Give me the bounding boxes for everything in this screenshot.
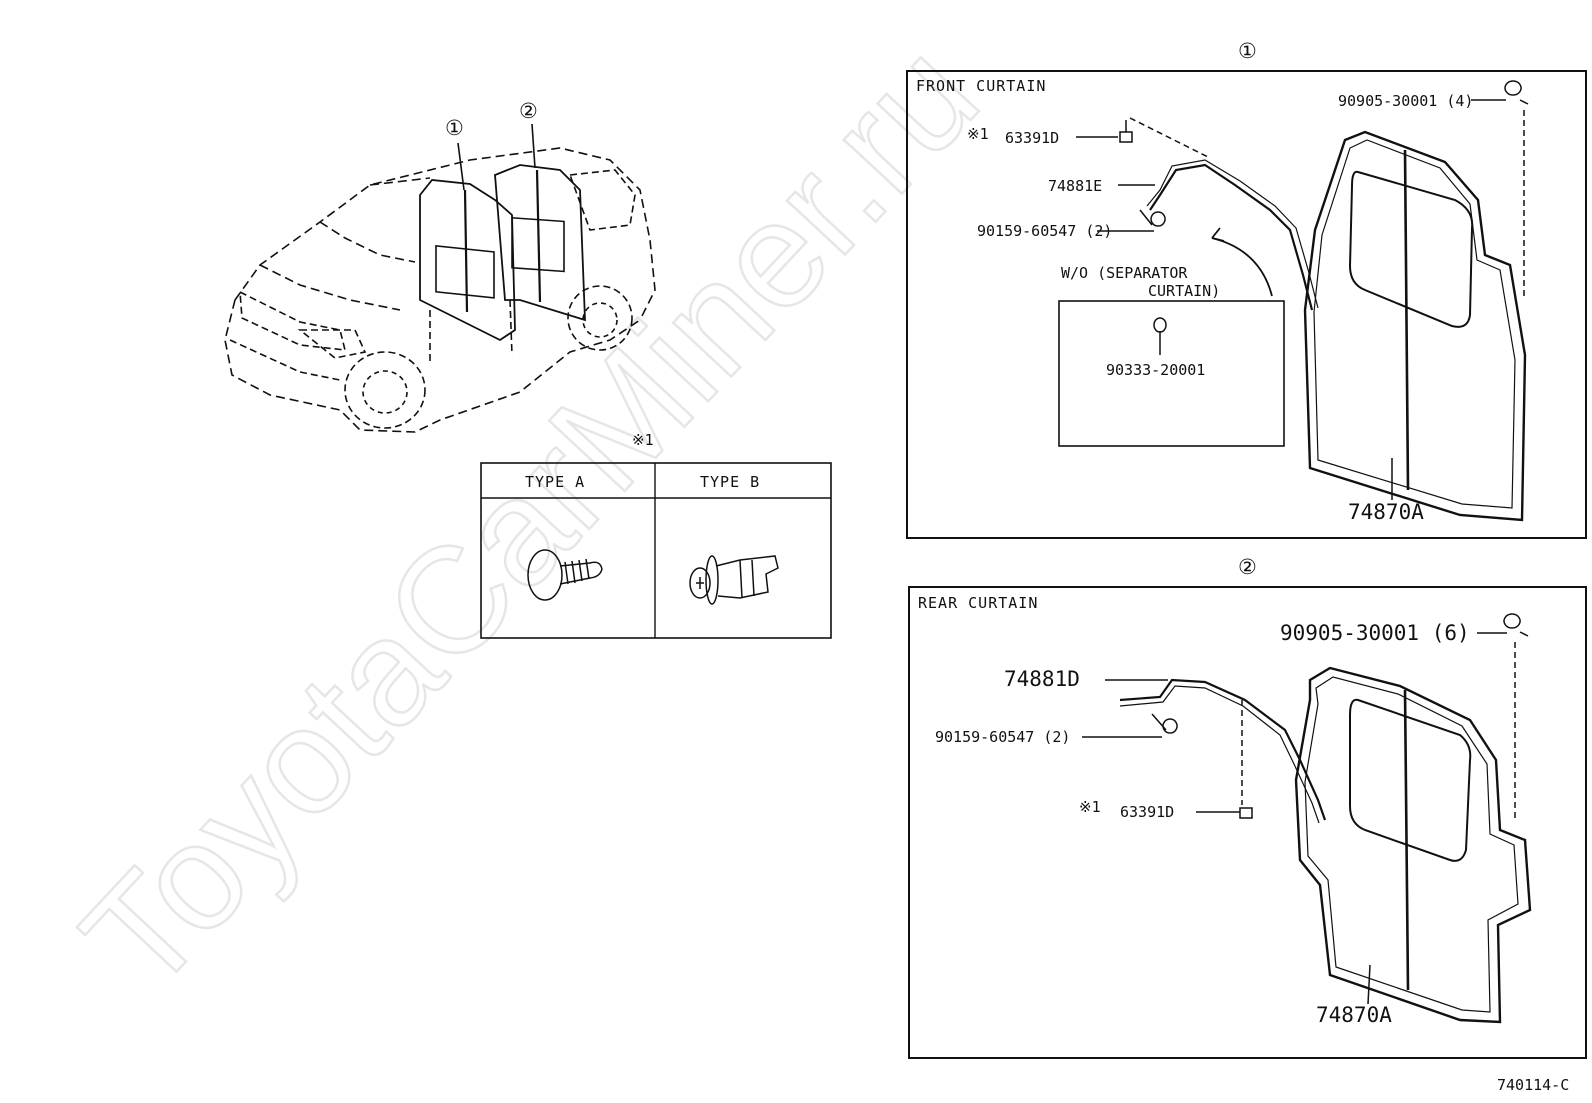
rear-nut-label: 90905-30001 (6) xyxy=(1280,621,1470,645)
rear-curtain-icon xyxy=(1294,666,1532,1024)
front-clip-icon xyxy=(1119,120,1133,143)
legend-type-b: TYPE B xyxy=(700,473,760,491)
front-plug-icon xyxy=(1153,317,1167,333)
front-rod-label: 74881E xyxy=(1048,177,1102,195)
clip-type-legend: ※1 TYPE A TYPE B xyxy=(480,431,832,639)
type-b-clip-icon xyxy=(689,555,779,605)
diagram-code: 740114-C xyxy=(1497,1076,1569,1094)
rear-screw-label: 90159-60547 (2) xyxy=(935,728,1070,746)
rear-clip-label: 63391D xyxy=(1120,803,1174,821)
rear-panel-callout: ② xyxy=(1238,555,1257,579)
rear-rod-label: 74881D xyxy=(1004,667,1080,691)
front-rod-icon xyxy=(1149,163,1314,311)
rear-nut-icon xyxy=(1503,613,1529,637)
rear-clip-mark: ※1 xyxy=(1079,798,1101,816)
front-clip-mark: ※1 xyxy=(967,125,989,143)
front-plug-inset xyxy=(1058,300,1285,447)
type-a-clip-icon xyxy=(527,549,603,601)
front-plug-label: 90333-20001 xyxy=(1106,361,1205,379)
rear-clip-icon xyxy=(1239,807,1253,819)
rear-screw-icon xyxy=(1151,713,1178,734)
front-screw-label: 90159-60547 (2) xyxy=(977,222,1112,240)
rear-curtain-panel: ② REAR CURTAIN 90905-30001 (6) 74881D 90… xyxy=(908,555,1587,1059)
front-nut-icon xyxy=(1504,80,1529,105)
front-curtain-icon xyxy=(1303,130,1527,522)
vehicle-overview xyxy=(224,123,656,433)
front-clip-label: 63391D xyxy=(1005,129,1059,147)
rear-panel-title: REAR CURTAIN xyxy=(918,594,1038,612)
legend-type-a: TYPE A xyxy=(525,473,585,491)
overview-callout-1: ① xyxy=(445,116,464,140)
front-nut-label: 90905-30001 (4) xyxy=(1338,92,1473,110)
front-note-line1: W/O (SEPARATOR xyxy=(1061,264,1188,282)
front-panel-callout: ① xyxy=(1238,39,1257,63)
front-curtain-panel: ① FRONT CURTAIN ※1 63391D 90905-30001 (4… xyxy=(906,39,1587,539)
front-panel-title: FRONT CURTAIN xyxy=(916,77,1046,95)
watermark: ToyotaCarMiner.ru xyxy=(51,11,1010,1022)
legend-mark: ※1 xyxy=(632,431,654,449)
front-note-line2: CURTAIN) xyxy=(1148,282,1220,300)
rear-rod-icon xyxy=(1119,678,1327,821)
front-curtain-label: 74870A xyxy=(1348,500,1424,524)
front-screw-icon xyxy=(1139,209,1166,227)
rear-curtain-label: 74870A xyxy=(1316,1003,1392,1027)
overview-callout-2: ② xyxy=(519,99,538,123)
